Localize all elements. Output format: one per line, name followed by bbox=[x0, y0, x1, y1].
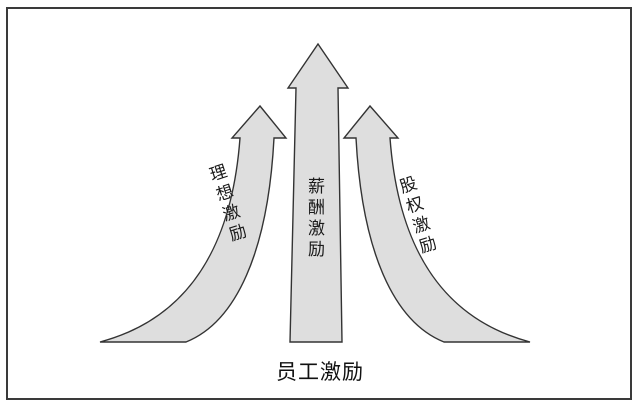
center-label-char-2: 酬 bbox=[308, 198, 325, 218]
center-arrow-shape bbox=[286, 42, 350, 343]
center-arrow: 薪 酬 激 励 bbox=[286, 42, 350, 343]
left-label-char-4: 励 bbox=[227, 221, 249, 245]
right-arrow: 股 权 激 励 bbox=[342, 104, 531, 343]
left-arrow-label: 理 想 激 励 bbox=[207, 160, 254, 246]
right-label-char-1: 股 bbox=[397, 173, 419, 197]
center-label-char-1: 薪 bbox=[308, 177, 325, 197]
left-label-char-3: 激 bbox=[220, 201, 242, 225]
right-arrow-label: 股 权 激 励 bbox=[397, 172, 444, 258]
center-label-char-3: 激 bbox=[308, 219, 325, 239]
right-label-char-3: 激 bbox=[410, 213, 432, 237]
left-label-char-2: 想 bbox=[214, 181, 236, 205]
right-arrow-shape bbox=[342, 104, 531, 343]
left-arrow: 理 想 激 励 bbox=[99, 104, 288, 343]
diagram-caption: 员工激励 bbox=[276, 360, 364, 384]
center-arrow-label: 薪 酬 激 励 bbox=[308, 177, 330, 260]
left-label-char-1: 理 bbox=[207, 161, 229, 185]
right-label-char-2: 权 bbox=[404, 193, 426, 217]
right-label-char-4: 励 bbox=[417, 233, 439, 257]
center-label-char-4: 励 bbox=[308, 240, 325, 260]
left-arrow-shape bbox=[99, 104, 288, 343]
